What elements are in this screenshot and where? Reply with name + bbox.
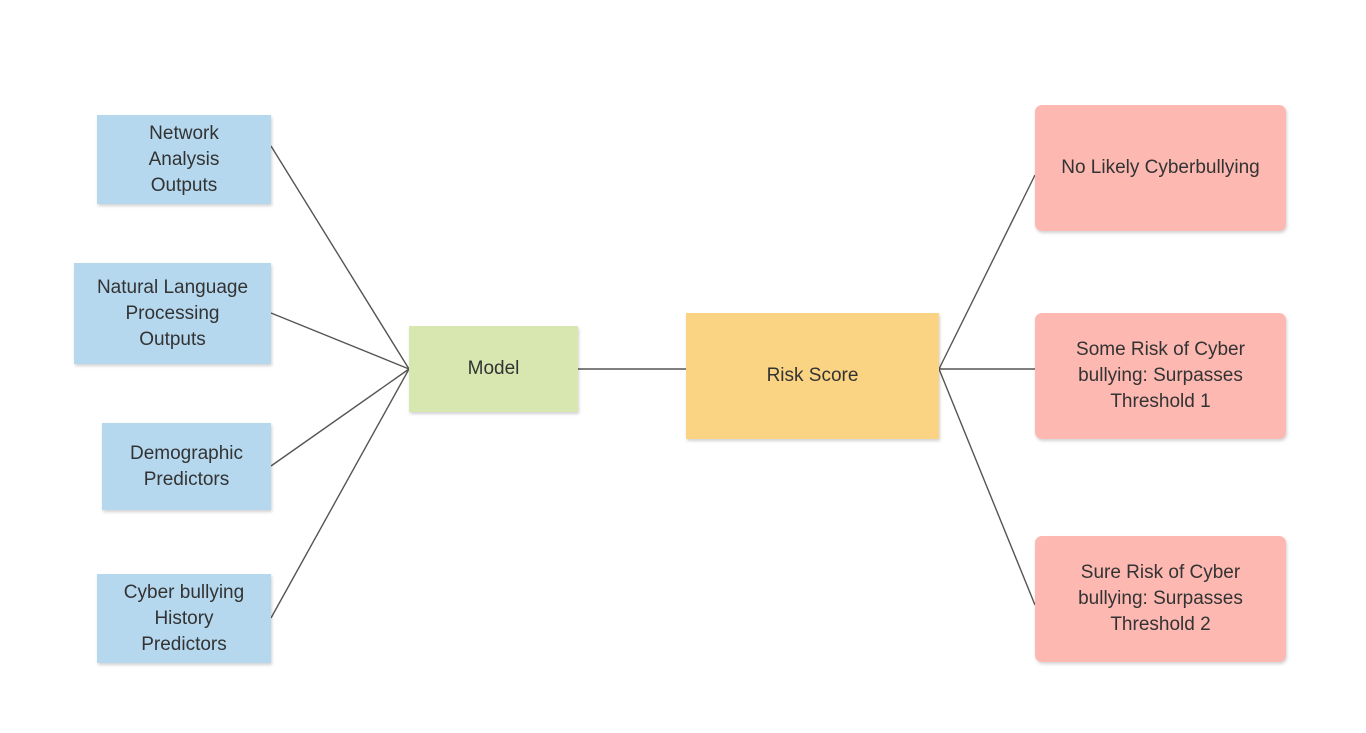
input-node-demographic: Demographic Predictors [102, 423, 271, 510]
input-node-network-analysis-label: Network Analysis Outputs [148, 122, 220, 196]
model-node: Model [409, 326, 578, 412]
input-node-cyberbullying-history-label: Cyber bullying History Predictors [123, 581, 245, 655]
connector-history-to-model [270, 368, 410, 619]
risk-score-node: Risk Score [686, 313, 939, 439]
model-node-label: Model [467, 358, 520, 379]
outcome-node-some-risk-label: Some Risk of Cyber bullying: Surpasses T… [1076, 339, 1245, 412]
connector-network-to-model [270, 145, 410, 370]
input-node-cyberbullying-history: Cyber bullying History Predictors [97, 574, 271, 663]
outcome-node-sure-risk-label: Sure Risk of Cyber bullying: Surpasses T… [1078, 562, 1243, 635]
outcome-node-some-risk: Some Risk of Cyber bullying: Surpasses T… [1035, 313, 1286, 439]
connector-risk-to-none [938, 174, 1036, 370]
input-node-nlp-label: Natural Language Processing Outputs [96, 276, 249, 350]
outcome-node-sure-risk: Sure Risk of Cyber bullying: Surpasses T… [1035, 536, 1286, 662]
input-node-demographic-label: Demographic Predictors [130, 442, 243, 490]
outcome-node-no-likely-label: No Likely Cyberbullying [1061, 157, 1260, 178]
connector-demographic-to-model [270, 368, 410, 467]
input-node-network-analysis: Network Analysis Outputs [97, 115, 271, 204]
connector-nlp-to-model [270, 312, 410, 370]
risk-score-node-label: Risk Score [766, 365, 859, 386]
connector-risk-to-sure [938, 368, 1036, 606]
input-node-nlp: Natural Language Processing Outputs [74, 263, 271, 364]
outcome-node-no-likely: No Likely Cyberbullying [1035, 105, 1286, 231]
